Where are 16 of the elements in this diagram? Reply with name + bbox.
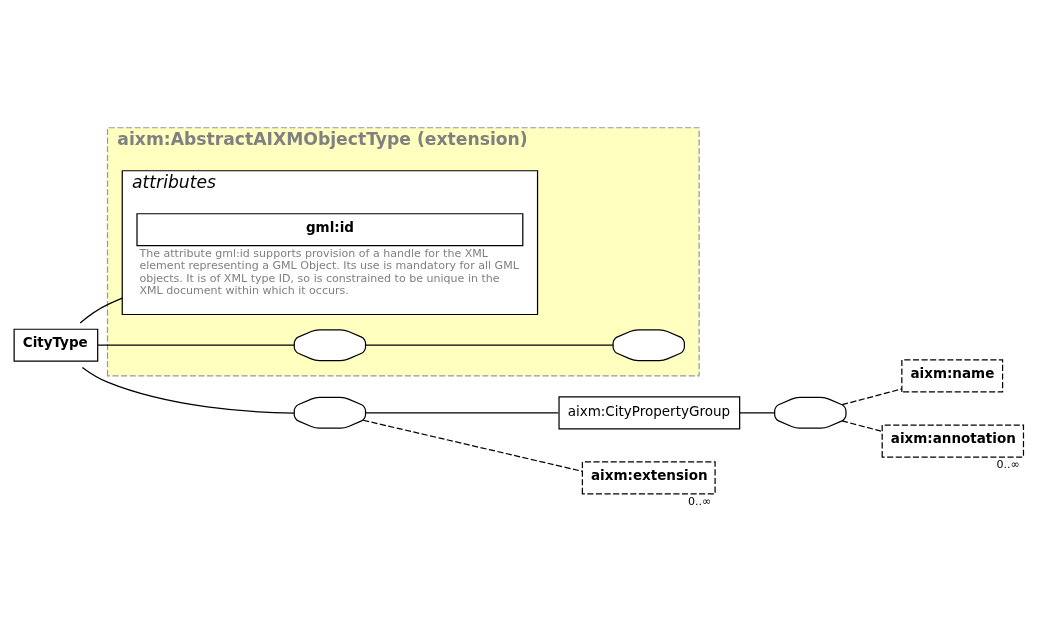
node-octagon: [612, 328, 685, 361]
connector: [364, 411, 559, 413]
connector: [362, 419, 583, 472]
connector: [841, 419, 882, 432]
node-octagon: [774, 396, 847, 429]
connector: [738, 411, 776, 413]
node-octagon: [293, 396, 367, 429]
connector: [364, 344, 614, 346]
connector: [97, 344, 295, 346]
connector: [79, 297, 123, 324]
connector: [841, 387, 903, 405]
node-label: 0..∞: [688, 494, 712, 508]
node-label: 0..∞: [996, 457, 1020, 471]
connector: [81, 366, 295, 414]
node-octagon: [293, 328, 367, 361]
node-label: The attribute gml:id supports provision of a handle for the XML element representing a GML Object. Its use is mandatory for all GML objects. It is of XML type ID, so is constrained to be unique in the XML document within which it occurs.: [139, 246, 519, 297]
